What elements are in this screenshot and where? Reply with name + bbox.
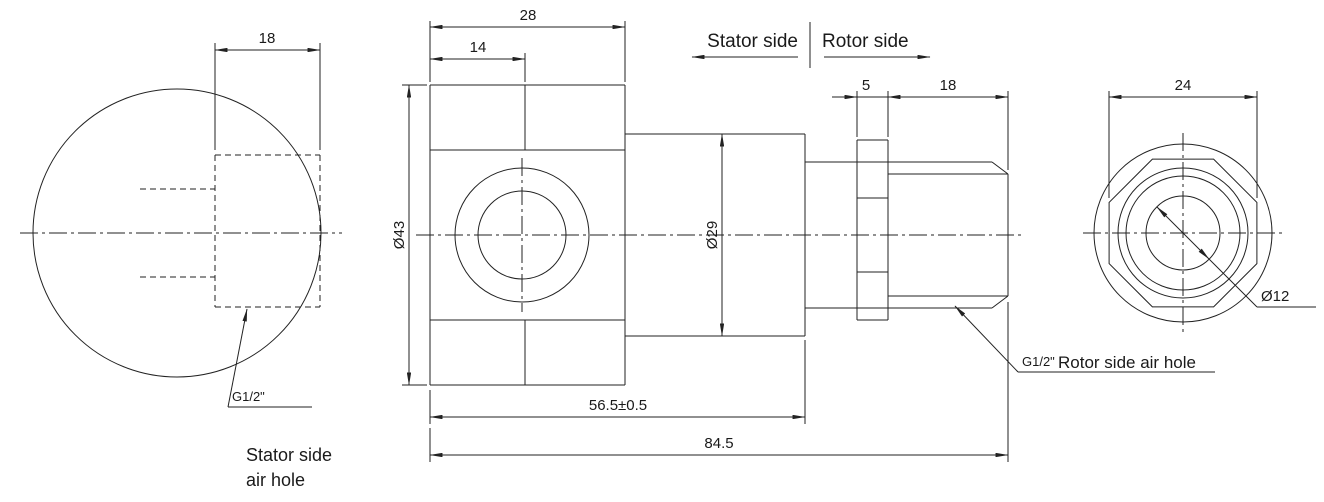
rotor-thread-size-label: G1/2" xyxy=(1022,354,1055,369)
side-indicator-header: Stator side Rotor side xyxy=(691,22,931,68)
dim-24-label: 24 xyxy=(1175,77,1192,94)
hex-flats-outline xyxy=(1108,158,1258,308)
dimension-56-5: 56.5±0.5 xyxy=(429,340,806,424)
dim-d43-label: Ø43 xyxy=(391,221,408,249)
stator-end-view: 18 G1/2" Stator side air hole xyxy=(20,30,342,490)
dim-d12-label: Ø12 xyxy=(1261,288,1289,305)
stator-side-label: Stator side xyxy=(707,31,798,52)
stator-air-hole-caption-line1: Stator side xyxy=(246,445,332,465)
dimension-14: 14 xyxy=(429,39,526,82)
rotor-air-hole-caption: Rotor side air hole xyxy=(1058,353,1196,372)
dimension-84-5: 84.5 xyxy=(429,302,1009,462)
rotor-air-hole-callout: G1/2" Rotor side air hole xyxy=(954,305,1215,373)
stator-air-hole-callout: G1/2" Stator side air hole xyxy=(227,308,332,490)
collar-outline xyxy=(856,139,889,321)
hidden-air-hole xyxy=(140,154,321,308)
dimension-d29: Ø29 xyxy=(704,133,725,337)
dim-84-5-label: 84.5 xyxy=(704,435,733,452)
dim-56-5-label: 56.5±0.5 xyxy=(589,397,647,414)
stator-air-hole-caption-line2: air hole xyxy=(246,470,305,490)
dim-28-label: 28 xyxy=(520,7,537,24)
side-elevation-view: 28 14 Ø43 Ø29 5 18 xyxy=(391,7,1215,462)
dim-d29-label: Ø29 xyxy=(704,221,721,249)
dim-5-label: 5 xyxy=(862,77,870,94)
dimension-5-and-18: 5 18 xyxy=(832,77,1009,170)
rotor-side-label: Rotor side xyxy=(822,31,909,52)
dim-18-left-label: 18 xyxy=(259,30,276,47)
stator-thread-size-label: G1/2" xyxy=(232,389,265,404)
dimension-depth-18: 18 xyxy=(214,30,321,150)
rotor-end-view: 24 Ø12 xyxy=(1083,77,1316,333)
neck-outline xyxy=(805,161,857,309)
dimension-d43: Ø43 xyxy=(391,84,427,386)
dimension-28: 28 xyxy=(429,7,626,82)
dim-14-label: 14 xyxy=(470,39,487,56)
dim-18-right-label: 18 xyxy=(940,77,957,94)
dimension-d12: Ø12 xyxy=(1156,206,1316,308)
dimension-24: 24 xyxy=(1108,77,1258,198)
